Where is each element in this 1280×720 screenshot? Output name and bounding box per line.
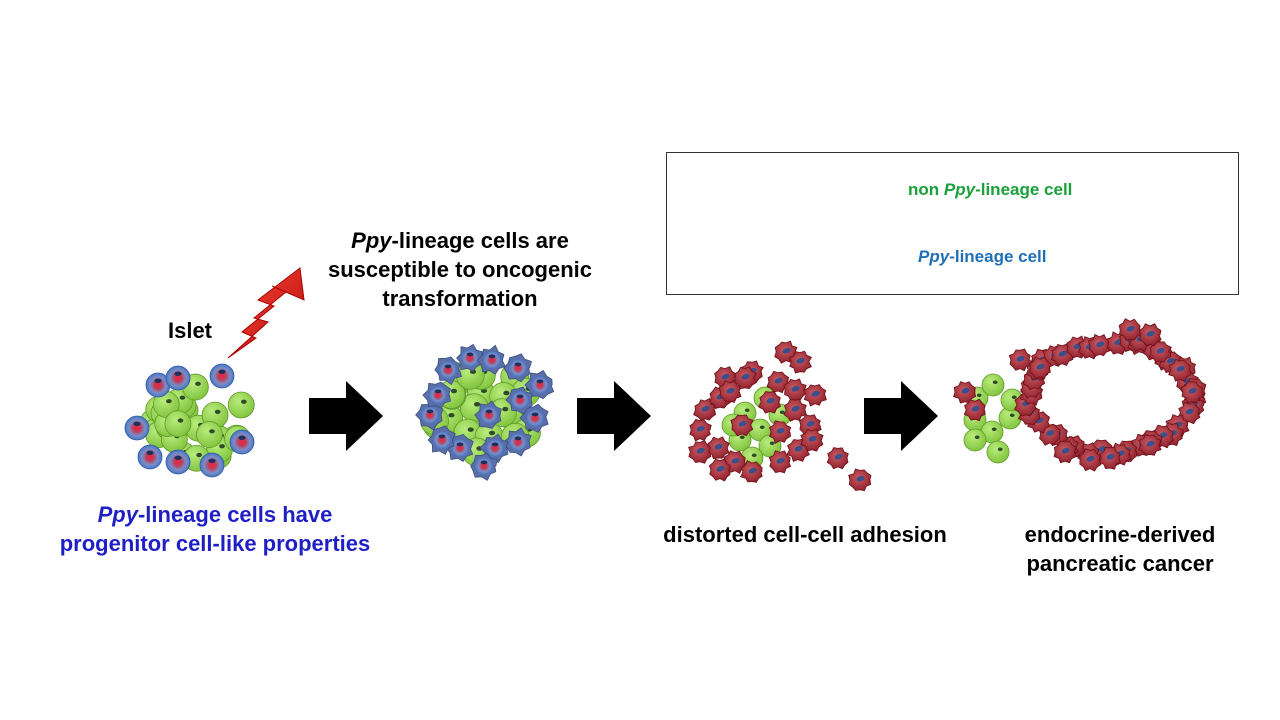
tumor-cell (768, 450, 792, 474)
right-arrow-icon (577, 381, 651, 451)
ppy-blue-cell (209, 363, 235, 389)
transformed-ppy-cell (519, 403, 549, 433)
adhesion-caption: distorted cell-cell adhesion (663, 522, 947, 547)
green-cell (196, 421, 223, 448)
tumor-cell (758, 391, 781, 414)
green-cell (981, 373, 1005, 397)
tumor-cell (826, 447, 849, 470)
ppy-blue-cell (124, 415, 150, 441)
tumor-cell (1180, 381, 1204, 404)
transformed-ppy-cell (434, 356, 463, 386)
tumor-cell (1053, 440, 1077, 464)
susceptible-line2: susceptible to oncogenic (327, 257, 593, 282)
cancer-line2: pancreatic cancer (1026, 551, 1214, 576)
transformed-ppy-cell (427, 425, 456, 455)
ppy-blue-cell (165, 449, 191, 475)
tumor-cell (688, 440, 712, 464)
tumor-cell (1118, 318, 1142, 341)
tumor-cell (803, 384, 827, 407)
lightning-bolt-icon (227, 267, 305, 359)
ppy-blue-cell (229, 429, 255, 455)
islet-label: Islet (167, 318, 213, 343)
transformed-ppy-cell (456, 343, 484, 372)
legend-label-non-ppy: non Ppy-lineage cell (908, 180, 1072, 200)
tumor-cell (800, 428, 824, 452)
transformed-ppy-cell (505, 386, 533, 415)
tumor-cell (1149, 341, 1172, 363)
transformed-ppy-cell (422, 381, 451, 409)
ppy-blue-cell (145, 372, 171, 398)
tumor-cell (1138, 434, 1162, 456)
transformed-ppy-cell (415, 399, 444, 431)
tumor-cell (708, 458, 731, 482)
tumor-cell (1079, 448, 1102, 472)
tumor-cell (1138, 323, 1162, 346)
cancer-caption: endocrine-derived pancreatic cancer (990, 520, 1250, 578)
tumor-cell (740, 460, 763, 483)
ppy-blue-cell (165, 365, 191, 391)
green-cell (164, 410, 192, 438)
right-arrow-icon (864, 381, 938, 451)
green-cell (963, 428, 987, 452)
progenitor-em: Ppy (97, 502, 138, 527)
legend-non-suffix: -lineage cell (975, 180, 1073, 199)
tumor-cell (766, 370, 790, 394)
tumor-cell (718, 380, 742, 403)
legend-ppy-em: Ppy (918, 247, 950, 266)
distorted-adhesion-cluster (688, 340, 872, 492)
tumor-cell (730, 414, 754, 437)
susceptible-em: Ppy (351, 228, 392, 253)
transformed-ppy-cell (474, 400, 502, 429)
transformed-ppy-cell (470, 452, 498, 481)
right-arrow-icon (309, 381, 383, 451)
tumor-cell (1028, 356, 1051, 380)
tumor-cell (768, 420, 792, 444)
legend-non-prefix: non (908, 180, 944, 199)
green-cell (227, 391, 255, 419)
tumor-cell (963, 398, 986, 422)
transformed-ppy-cell (503, 427, 532, 457)
islet-cluster (124, 363, 255, 478)
susceptible-line1: -lineage cells are (391, 228, 569, 253)
transformed-ppy-cell (524, 369, 555, 400)
tumor-cell (788, 350, 812, 374)
legend-ppy-suffix: -lineage cell (949, 247, 1047, 266)
tumor-cell (1098, 446, 1121, 470)
green-cell (152, 391, 180, 418)
susceptible-caption: Ppy-lineage cells are susceptible to onc… (300, 226, 620, 313)
legend-label-ppy: Ppy-lineage cell (918, 247, 1047, 267)
pancreatic-cancer-cluster (953, 318, 1207, 472)
ppy-blue-cell (199, 452, 225, 478)
transformed-ppy-cell (503, 353, 532, 383)
susceptible-line3: transformation (382, 286, 538, 311)
progenitor-line2: progenitor cell-like properties (59, 531, 371, 556)
ppy-blue-cell (137, 444, 163, 470)
tumor-cell (1008, 348, 1032, 372)
legend-non-em: Ppy (943, 180, 976, 199)
tumor-cell (693, 397, 717, 421)
cancer-line1: endocrine-derived (1024, 522, 1216, 547)
tumor-cell (689, 419, 712, 442)
tumor-cell (848, 468, 872, 492)
transformed-ppy-cell (476, 344, 506, 375)
tumor-cell (783, 398, 807, 422)
progenitor-caption: Ppy-lineage cells have progenitor cell-l… (20, 500, 410, 558)
progenitor-line1: -lineage cells have (137, 502, 333, 527)
legend-box (666, 152, 1239, 295)
tumor-cell (1168, 359, 1192, 382)
transformed-ppy-cell (445, 433, 474, 463)
green-cell (986, 440, 1010, 464)
transformed-cluster (415, 343, 555, 481)
tumor-cell (734, 366, 757, 390)
